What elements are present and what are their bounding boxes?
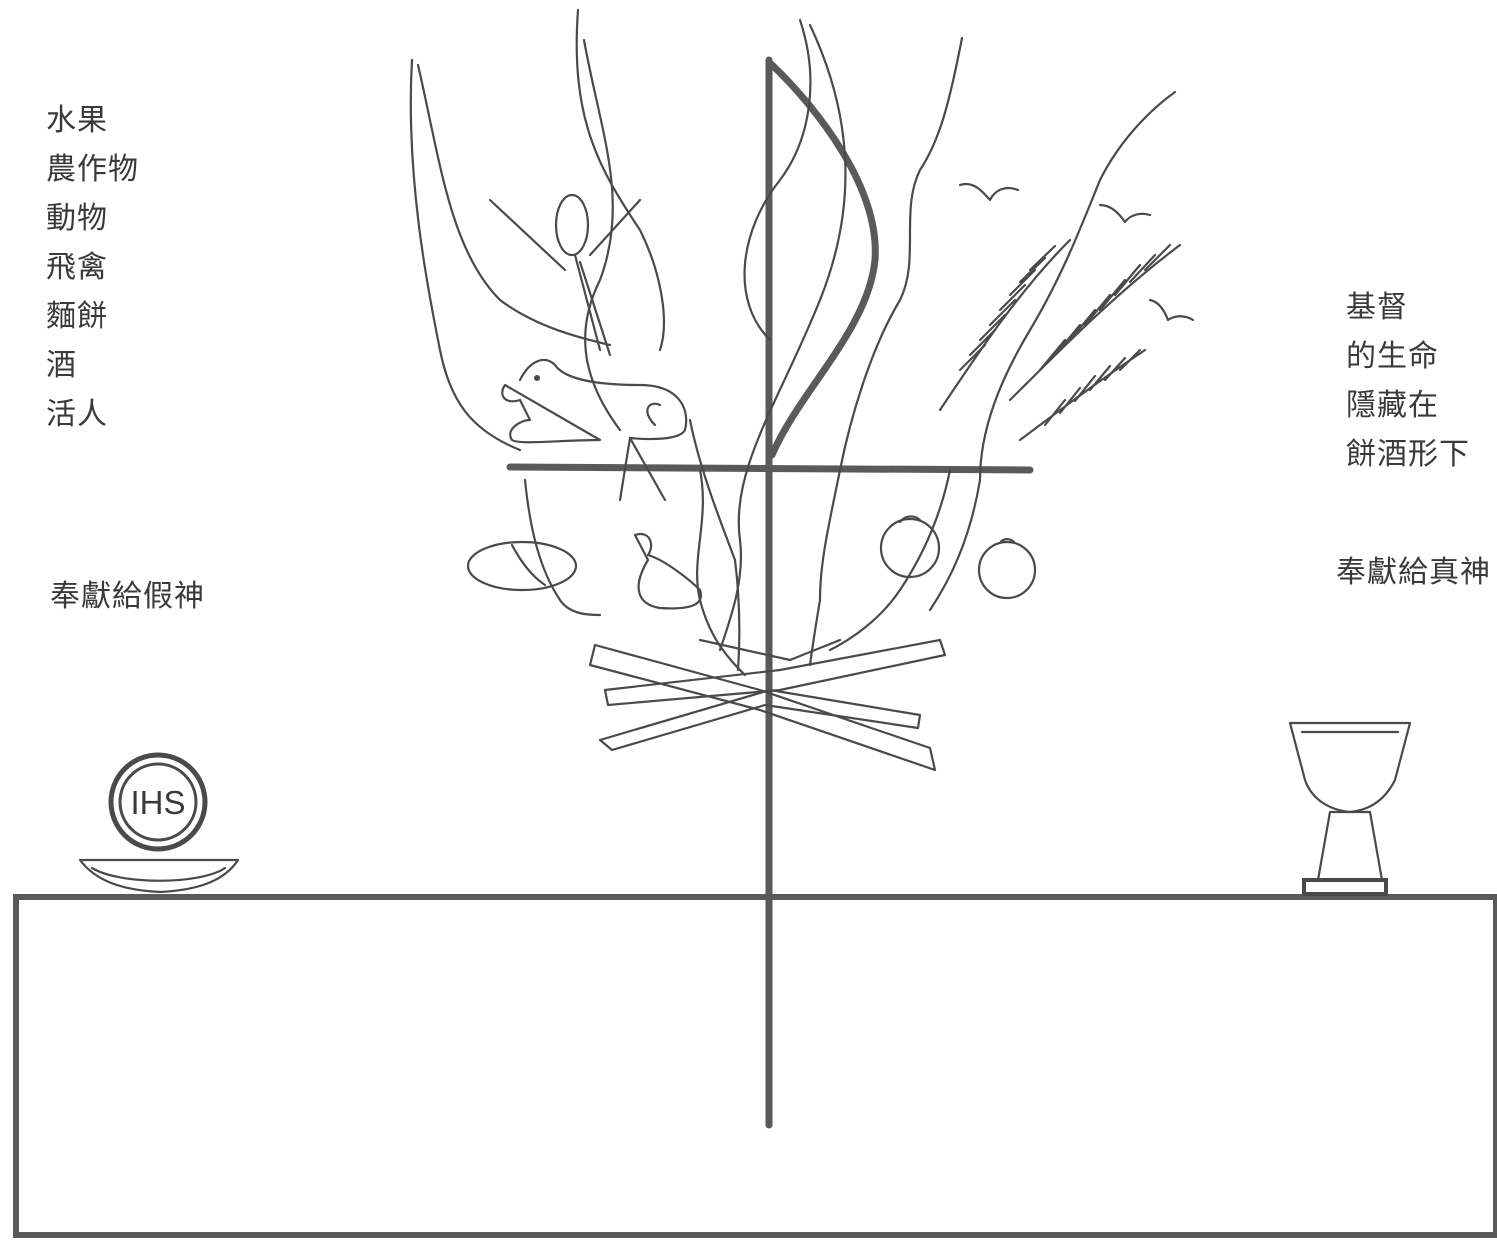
bread-loaf xyxy=(468,542,576,590)
birds xyxy=(960,184,1193,320)
host-label: IHS xyxy=(130,784,185,821)
wine-jug xyxy=(635,534,701,608)
man-figure xyxy=(490,195,640,355)
chalice xyxy=(1290,723,1410,894)
wheat-stalks xyxy=(940,240,1180,440)
host-paten: IHS xyxy=(80,755,238,892)
lamb-figure xyxy=(502,360,686,500)
smoke-lines xyxy=(411,10,1175,675)
altar-table xyxy=(16,897,1496,1235)
cross-horizontal xyxy=(510,467,1030,470)
paten xyxy=(80,860,238,892)
